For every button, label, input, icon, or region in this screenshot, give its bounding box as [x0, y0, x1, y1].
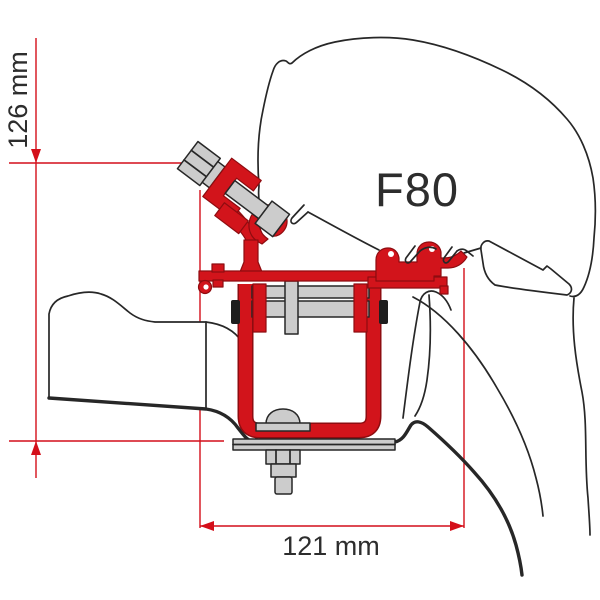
crossbar-lower: [251, 300, 370, 318]
interlock-bridge-a: [419, 246, 437, 252]
lead-rail-interlock: [404, 245, 474, 264]
clamp-pad-right: [379, 300, 388, 324]
van-rear-edge-line: [572, 297, 591, 536]
awning-case-outline: [257, 36, 597, 298]
rail-top-nub: [211, 263, 225, 273]
arrowhead-right: [450, 521, 464, 531]
clamp-body: [202, 157, 262, 220]
lead-rail-hook-profile: [375, 241, 468, 282]
interlock-bridge-b: [456, 248, 474, 257]
rail-clamp-strip-left: [252, 283, 267, 333]
awning-rail-lip-left: [290, 204, 309, 225]
bolt-shank-end: [274, 476, 293, 495]
rail-bar: [198, 270, 377, 282]
awning-case-bottom-diagonal: [307, 211, 380, 251]
arm-post: [239, 239, 263, 273]
bottom-lock-nut: [270, 463, 297, 478]
arrowhead-left: [200, 521, 214, 531]
hex-head-facets: [183, 149, 215, 178]
bottom-hex-nut: [265, 449, 301, 465]
clamp-bridge: [214, 202, 249, 235]
awning-model-label: F80: [375, 163, 459, 216]
van-rear-wall-line-b: [414, 294, 432, 417]
roof-rail-clamp: [176, 140, 291, 238]
awning-case-foot: [480, 240, 573, 296]
horizontal-dimension-label: 121 mm: [282, 531, 380, 561]
clamp-slide-block: [254, 200, 291, 238]
crossbar-upper: [251, 285, 370, 299]
rail-right-end-tab: [439, 285, 449, 295]
arrowhead-up: [31, 441, 41, 455]
dimension-horizontal-121mm: 121 mm: [199, 190, 465, 561]
rail-end-curl-hole: [203, 284, 209, 290]
van-rear-wall-line-a: [402, 290, 452, 419]
rail-clamp-strip-right: [353, 283, 368, 333]
inner-bolt-dome: [265, 408, 301, 425]
arrowhead-down: [31, 149, 41, 163]
vertical-dimension-label: 126 mm: [3, 51, 33, 149]
van-quarter-panel-sweep: [412, 296, 544, 517]
hex-nut-facets: [275, 449, 291, 465]
dimension-vertical-126mm: 126 mm: [3, 38, 224, 478]
adapter-rail: [197, 241, 468, 295]
hook-curl-hole-left: [388, 251, 394, 257]
interlock-lip-b: [442, 246, 458, 264]
clamp-pad-left: [231, 300, 240, 324]
rail-end-lip: [212, 279, 224, 288]
center-stud: [284, 280, 299, 335]
van-roof-panel: [48, 291, 207, 410]
interlock-lip-a: [404, 245, 421, 264]
mounting-hardware: [232, 408, 396, 495]
inner-bolt-base: [255, 422, 311, 432]
awning-foot-link-line: [463, 247, 482, 254]
van-gutter-line: [47, 396, 524, 577]
